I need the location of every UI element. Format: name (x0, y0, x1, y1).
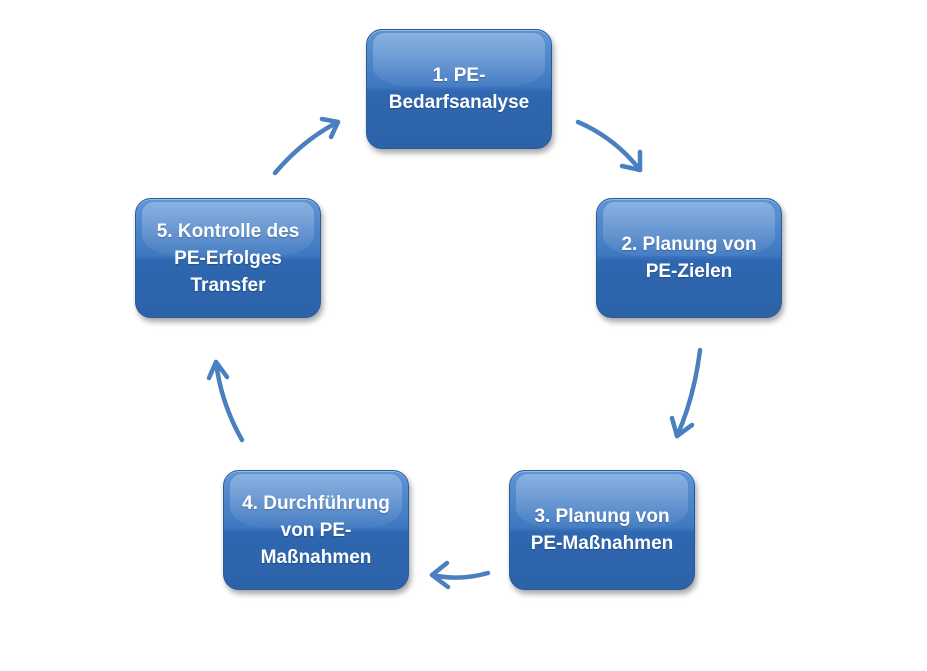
arrow-step2-to-step3 (669, 347, 703, 439)
step-5-box: 5. Kontrolle des PE-Erfolges Transfer (135, 198, 321, 318)
step-3-box: 3. Planung von PE-Maßnahmen (509, 470, 695, 590)
arrow-step4-to-step5 (206, 359, 245, 443)
arrow-step1-to-step2 (575, 119, 643, 173)
step-3-label: 3. Planung von PE-Maßnahmen (530, 506, 674, 554)
step-2-box: 2. Planung von PE-Zielen (596, 198, 782, 318)
arrow-step5-to-step1 (272, 116, 341, 176)
arrow-step3-to-step4 (429, 560, 491, 590)
step-4-box: 4. Durchführung von PE- Maßnahmen (223, 470, 409, 590)
step-1-label: 1. PE- Bedarfsanalyse (388, 65, 530, 113)
step-2-label: 2. Planung von PE-Zielen (621, 234, 757, 282)
step-4-label: 4. Durchführung von PE- Maßnahmen (242, 492, 390, 568)
step-1-box: 1. PE- Bedarfsanalyse (366, 29, 552, 149)
step-5-label: 5. Kontrolle des PE-Erfolges Transfer (156, 220, 300, 296)
